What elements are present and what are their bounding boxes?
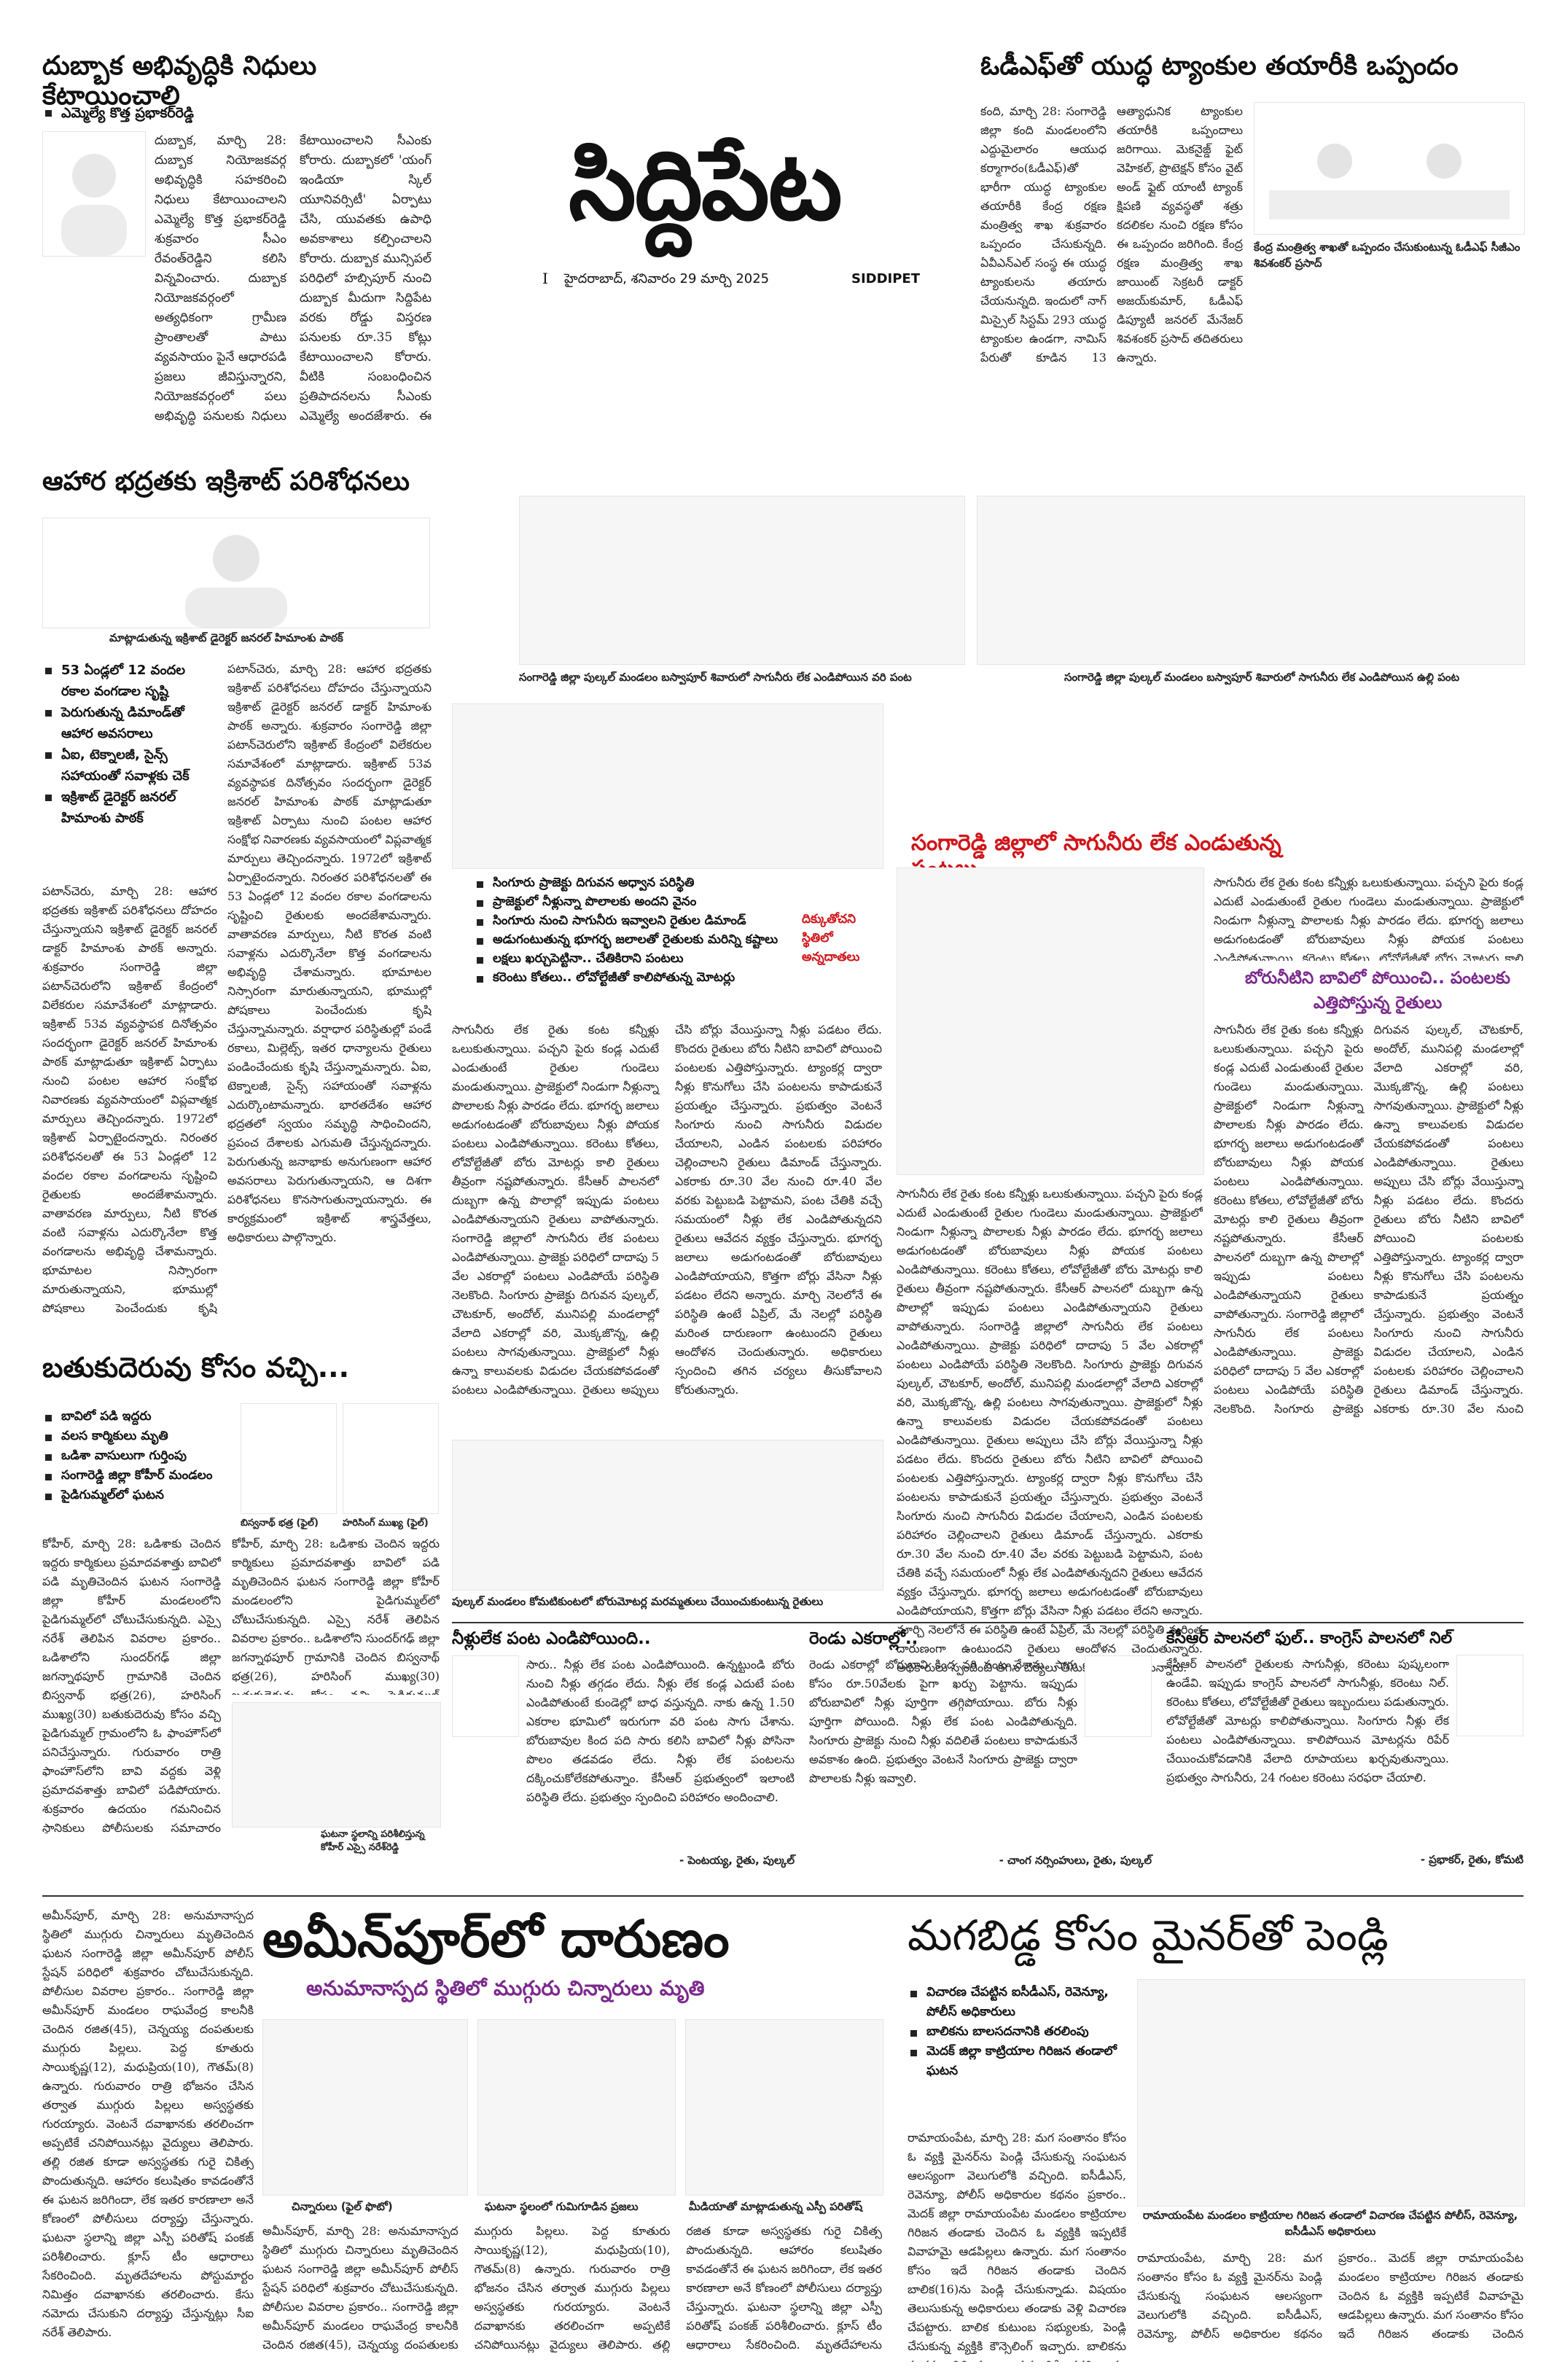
- ameenpur-body-cont: అమీన్‌పూర్, మార్చి 28: అనుమానాస్పద స్థిత…: [262, 2224, 882, 2352]
- icrisat-highlights: 53 ఏండ్లలో 12 వందల రకాల వంగడాల సృష్టి పె…: [42, 660, 217, 829]
- quote-card-1: నీళ్లులేక పంట ఎండిపోయింది.. సారు.. నీళ్ల…: [452, 1629, 795, 1870]
- children-photo: [262, 2019, 468, 2196]
- sp-photo-caption: మీడియాతో మాట్లాడుతున్న ఎస్పీ పరితోష్: [689, 2200, 863, 2213]
- sp-photo: [685, 2019, 883, 2196]
- crowd-photo-caption: ఘటనా స్థలంలో గుమిగూడిన ప్రజలు: [485, 2200, 639, 2213]
- masthead-logo: సిద్దిపేట: [569, 130, 843, 242]
- masthead: సిద్దిపేట: [569, 131, 875, 255]
- icrisat-headline: ఆహార భద్రతకు ఇక్రిశాట్ పరిశోధనలు: [42, 467, 410, 496]
- quote-3-photo: [1456, 1655, 1523, 1737]
- quote-1-photo: [452, 1655, 519, 1738]
- victim2-photo: [343, 1403, 439, 1514]
- victim1-caption: బిస్వనాథ్ భత్ర (ఫైల్): [241, 1518, 319, 1529]
- paddy-photo: [519, 496, 965, 665]
- irrigation-body: సాగునీరు లేక రైతు కంట కన్నీళ్లు ఒలుకుతున…: [452, 1023, 882, 1397]
- mla-photo: [42, 131, 146, 257]
- quote-1-title: నీళ్లులేక పంట ఎండిపోయింది..: [452, 1629, 651, 1648]
- odf-headline: ఓడీఎఫ్‌తో యుద్ధ ట్యాంకుల తయారీకి ఒప్పందం: [980, 51, 1459, 81]
- migrant-body: కోహీర్, మార్చి 28: ఒడిశాకు చెందిన ఇద్దరు…: [42, 1537, 221, 1833]
- minor-highlights: విచారణ చేపట్టిన ఐసీడీఎస్, రెవెన్యూ, పోలీ…: [908, 1983, 1126, 2081]
- irrigation-highlights: సింగూరు ప్రాజెక్టు దిగువన అధ్వాన పరిస్థి…: [474, 873, 787, 987]
- ameenpur-body: అమీన్‌పూర్, మార్చి 28: అనుమానాస్పద స్థిత…: [42, 1908, 254, 2339]
- irrigation-side-tag: దిక్కుతోచని స్థితిలో అన్నదాతలు: [802, 912, 860, 964]
- quote-3-title: కేసీఆర్ పాలనలో ఫుల్.. కాంగ్రెస్ పాలనలో న…: [1166, 1629, 1453, 1647]
- irrigation-body-top: సాగునీరు లేక రైతు కంట కన్నీళ్లు ఒలుకుతున…: [1214, 875, 1523, 961]
- icrisat-body-cont: పటాన్‌చెరు, మార్చి 28: ఆహార భద్రతకు ఇక్ర…: [227, 662, 432, 1244]
- minor-photo-caption: రామాయంపేట మండలం కాట్రియాల గిరిజన తండాలో …: [1142, 2209, 1518, 2238]
- quotes-top-rule: [452, 1622, 1523, 1623]
- quote-card-2: రెండు ఎకరాల్లో.. రెండు ఎకరాల్లో బోరుబావి…: [809, 1629, 1152, 1870]
- masthead-dateline: హైదరాబాద్, శనివారం 29 మార్చి 2025: [564, 271, 770, 286]
- ameenpur-subhead: అనుమానాస్పద స్థితిలో ముగ్గురు చిన్నారులు…: [306, 1976, 705, 2000]
- speaker-photo-icon: [185, 535, 287, 628]
- minor-photo: [1137, 1979, 1525, 2207]
- migrant-scene-photo: [232, 1702, 441, 1827]
- repair-photo: [452, 1440, 883, 1591]
- quote-2-byline: - చాంగ నర్సింహులు, రైతు, పుల్కల్: [999, 1854, 1152, 1868]
- irrigation-subhead: బోరునీటిని బావిలో పోయించి.. పంటలకు ఎత్తి…: [1245, 969, 1510, 1013]
- victim2-caption: హరిసింగ్ ముఖ్య (ఫైల్): [343, 1518, 429, 1529]
- onion-photo: [977, 496, 1525, 665]
- quote-3-body: కేసీఆర్ పాలనలో రైతులకు సాగునీళ్లు, కరెంట…: [1166, 1657, 1449, 1785]
- well-photo: [897, 867, 1204, 1175]
- masthead-edition: SIDDIPET: [851, 271, 921, 286]
- icrisat-photo-caption: మాట్లాడుతున్న ఇక్రిశాట్ డైరెక్టర్ జనరల్ …: [109, 631, 343, 644]
- repair-photo-caption: పుల్కల్ మండలం కోమటికుంటలో బోరుమోటర్ల మరమ…: [452, 1595, 824, 1608]
- person-photo-icon: [61, 154, 127, 256]
- odf-photo-caption: కేంద్ర మంత్రిత్వ శాఖతో ఒప్పందం చేసుకుంటు…: [1254, 241, 1521, 270]
- dubbaka-byline: ఎమ్మెల్యే కొత్త ప్రభాకర్‌రెడ్డి: [42, 102, 217, 124]
- meeting-photo-icon: [1269, 144, 1510, 219]
- paddy-photo-caption: సంగారెడ్డి జిల్లా పుల్కల్ మండలం బస్వాపూర…: [519, 671, 912, 684]
- dubbaka-headline: దుబ్బాక అభివృద్ధికి నిధులు కేటాయించాలి: [42, 51, 317, 112]
- irrigation-body-cont: సాగునీరు లేక రైతు కంట కన్నీళ్లు ఒలుకుతున…: [897, 1187, 1203, 1674]
- masthead-marker: I: [542, 270, 548, 287]
- odf-body: కంది, మార్చి 28: సంగారెడ్డి జిల్లా కంది …: [980, 104, 1243, 364]
- icrisat-body: పటాన్‌చెరు, మార్చి 28: ఆహార భద్రతకు ఇక్ర…: [42, 884, 217, 1315]
- victim1-photo: [241, 1403, 337, 1514]
- dubbaka-body: దుబ్బాక, మార్చి 28: దుబ్బాక నియోజకవర్గ అ…: [155, 133, 432, 424]
- quote-2-body: రెండు ఎకరాల్లో బోరుబావి కింద వరి పంట వేశ…: [809, 1658, 1077, 1786]
- minor-headline: మగబిడ్డ కోసం మైనర్‌తో పెండ్లి: [908, 1911, 1389, 1960]
- minor-body: రామాయంపేట, మార్చి 28: మగ సంతానం కోసం ఓ వ…: [908, 2131, 1126, 2362]
- onion-photo-caption: సంగారెడ్డి జిల్లా పుల్కల్ మండలం బస్వాపూర…: [1064, 671, 1460, 684]
- quote-3-byline: - ప్రభాకర్, రైతు, కోమటి: [1420, 1853, 1523, 1867]
- quote-card-3: కేసీఆర్ పాలనలో ఫుల్.. కాంగ్రెస్ పాలనలో న…: [1166, 1629, 1523, 1869]
- quote-1-body: సారు.. నీళ్లు లేక పంట ఎండిపోయింది. ఉన్నట…: [526, 1658, 795, 1805]
- ameenpur-headline: అమీన్‌పూర్‌లో దారుణం: [262, 1909, 730, 1969]
- migrant-highlights: బావిలో పడి ఇద్దరు వలస కార్మికులు మృతి ఒడ…: [42, 1407, 225, 1505]
- minor-body-cont: రామాయంపేట, మార్చి 28: మగ సంతానం కోసం ఓ వ…: [1137, 2251, 1523, 2341]
- icrisat-photo: [42, 518, 430, 628]
- quote-2-photo: [1085, 1655, 1152, 1738]
- farmers-photo: [452, 703, 883, 869]
- migrant-headline: బతుకుదెరువు కోసం వచ్చి...: [42, 1351, 350, 1384]
- irrigation-body-right: సాగునీరు లేక రైతు కంట కన్నీళ్లు ఒలుకుతున…: [1214, 1023, 1523, 1416]
- children-photo-caption: చిన్నారులు (ఫైల్ ఫొటో): [292, 2200, 393, 2213]
- bottom-section-rule: [42, 1895, 1523, 1897]
- odf-photo: [1254, 102, 1525, 235]
- crowd-photo: [477, 2019, 676, 2196]
- migrant-scene-caption: ఘటనా స్థలాన్ని పరిశీలిస్తున్న కోహీర్ ఎస్…: [321, 1829, 425, 1853]
- migrant-body-cont: కోహీర్, మార్చి 28: ఒడిశాకు చెందిన ఇద్దరు…: [232, 1537, 440, 1695]
- quote-2-title: రెండు ఎకరాల్లో..: [809, 1629, 918, 1648]
- quote-1-byline: - పెంటయ్య, రైతు, పుల్కల్: [679, 1854, 795, 1868]
